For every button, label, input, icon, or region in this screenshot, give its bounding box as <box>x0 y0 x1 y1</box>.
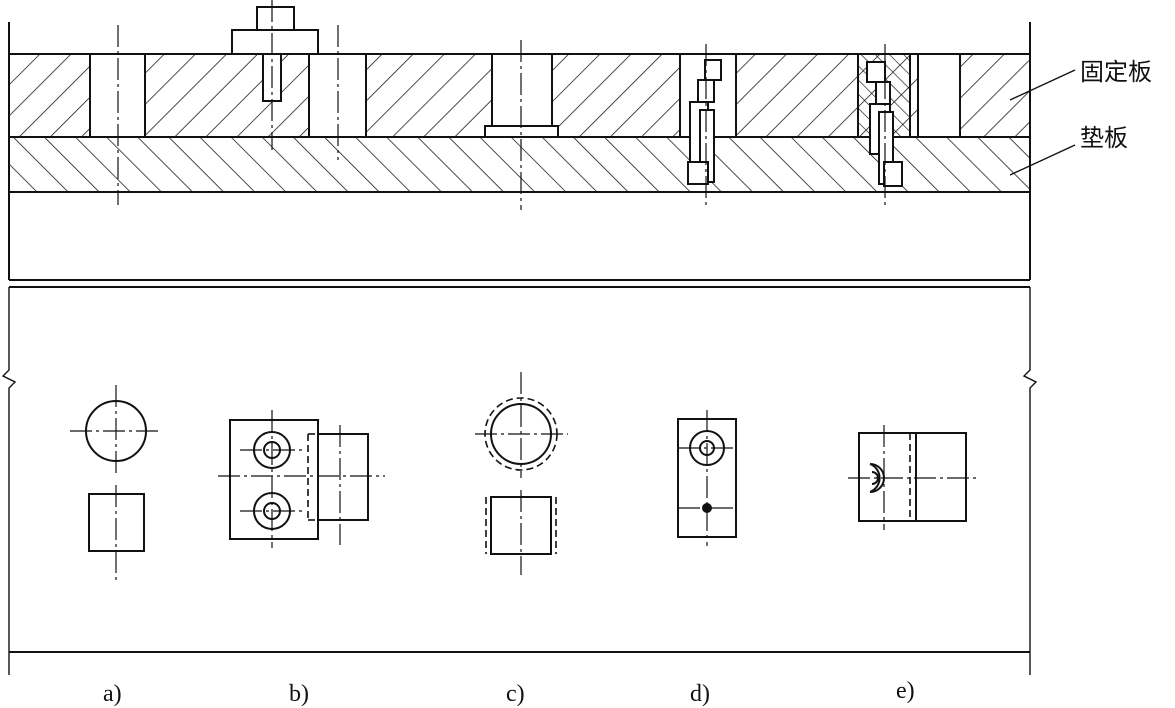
section-c <box>484 40 559 210</box>
leader-backing-plate <box>1009 144 1076 176</box>
caption-e: e) <box>896 678 915 704</box>
caption-b: b) <box>289 681 309 707</box>
frame <box>1 22 1038 675</box>
section-b <box>231 0 367 160</box>
section-view: 固定板 垫板 <box>8 0 1152 210</box>
plan-b <box>218 410 385 548</box>
caption-d: d) <box>690 681 710 707</box>
caption-c: c) <box>506 681 525 707</box>
section-d <box>679 44 737 208</box>
caption-a: a) <box>103 681 122 707</box>
plan-c <box>475 372 568 575</box>
label-fixed-plate: 固定板 <box>1080 58 1152 86</box>
section-e <box>857 44 961 208</box>
leader-fixed-plate <box>1009 69 1076 101</box>
plan-e <box>848 425 978 530</box>
plan-d <box>677 410 737 546</box>
label-backing-plate: 垫板 <box>1080 124 1128 152</box>
plan-a <box>70 385 162 580</box>
section-a <box>89 25 146 205</box>
backing-plate <box>8 136 1031 193</box>
